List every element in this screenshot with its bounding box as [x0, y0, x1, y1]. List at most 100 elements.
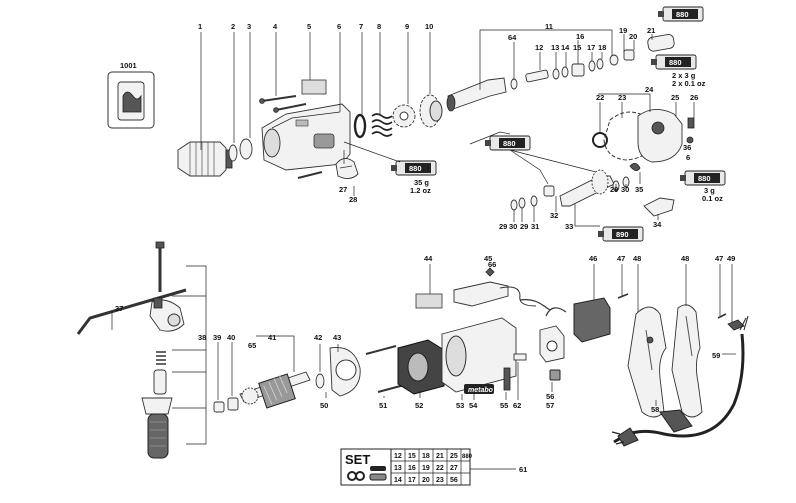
set-cell: 19: [422, 465, 430, 472]
callout-number: 6: [337, 22, 341, 31]
callout-number: 33: [565, 222, 573, 231]
callout-number: 1: [198, 22, 202, 31]
set-cell: 14: [394, 477, 402, 484]
diagram-label: metabo: [468, 387, 494, 394]
callout-number: 29: [610, 185, 618, 194]
callout-number: 21: [647, 26, 655, 35]
callout-number: 7: [359, 22, 363, 31]
callout-number: 20: [629, 32, 637, 41]
callout-number: 9: [405, 22, 409, 31]
callout-number: 32: [550, 211, 558, 220]
callout-number: 47: [715, 254, 723, 263]
part-7-oring: [353, 113, 367, 139]
callout-number: 53: [456, 401, 464, 410]
callout-number: 66: [488, 260, 496, 269]
callout-number: 41: [268, 333, 276, 342]
set-cell: 22: [436, 465, 444, 472]
callout-number: 27: [339, 185, 347, 194]
callout-number: 46: [589, 254, 597, 263]
part-40-bearing: [227, 397, 239, 411]
amount-a2-line2: 1.2 oz: [410, 186, 431, 195]
callout-number: 3: [247, 22, 251, 31]
part-25-gear-housing: [637, 109, 683, 163]
callout-number: 6: [686, 153, 690, 162]
callout-number: 40: [227, 333, 235, 342]
callout-number: 51: [379, 401, 387, 410]
set-cell: 15: [408, 453, 416, 460]
part-22-gasket: [592, 132, 608, 148]
callout-number: 65: [248, 341, 256, 350]
diagram-label: 880: [503, 139, 516, 148]
part-10-gear: [419, 94, 443, 128]
part-19-21-striker: [609, 34, 675, 66]
callout-number: 44: [424, 254, 433, 263]
callout-number: 39: [213, 333, 221, 342]
callout-number: 48: [681, 254, 689, 263]
callout-1001: 1001: [120, 61, 137, 70]
part-depth-rod: [155, 241, 165, 292]
diagram-label: 880: [676, 10, 689, 19]
set-label: SET: [345, 452, 370, 467]
amount-a1-line2: 2 x 0.1 oz: [672, 79, 706, 88]
amount-a2-line1: 35 g: [414, 178, 429, 187]
callout-number: 28: [349, 195, 357, 204]
callout-number: 35: [635, 185, 643, 194]
part-34-bracket: [643, 197, 675, 217]
callout-number: 30: [621, 185, 629, 194]
diagram-label: 880: [409, 164, 422, 173]
grease-tube-7: 890: [598, 226, 644, 242]
part-9-gear: [392, 104, 416, 128]
callout-number: 29: [499, 222, 507, 231]
callout-number: 34: [653, 220, 662, 229]
callout-number: 2: [231, 22, 235, 31]
callout-number: 47: [617, 254, 625, 263]
part-30-washer: [518, 197, 526, 209]
part-62-brush: [513, 353, 527, 361]
part-54-brand-plate: metabo: [464, 384, 494, 394]
part-36-screw: [686, 136, 694, 144]
grease-tube-5: 880: [680, 170, 726, 186]
callout-number: 38: [198, 333, 206, 342]
set-cell: 25: [450, 453, 458, 460]
callout-number: 50: [320, 401, 328, 410]
part-55-clip: [503, 367, 511, 391]
set-cell: 21: [436, 453, 444, 460]
part-4-screws: [259, 95, 307, 113]
part-handle-spring: [156, 351, 166, 365]
callout-number: 25: [671, 93, 679, 102]
callout-number: 56: [546, 392, 554, 401]
callout-number: 12: [535, 43, 543, 52]
part-41-armature: [239, 371, 311, 409]
part-58-cord-guard: [659, 409, 693, 433]
callout-number: 42: [314, 333, 322, 342]
part-1-chuck: [177, 141, 233, 177]
callout-number: 11: [545, 22, 553, 31]
callout-number: 48: [633, 254, 641, 263]
part-53-motor-housing: [441, 317, 517, 393]
callout-number: 15: [573, 43, 581, 52]
grease-tube-3: 880: [485, 135, 531, 151]
callout-number: 49: [727, 254, 735, 263]
callout-number: 26: [690, 93, 698, 102]
part-48-handle-half-left: [627, 306, 667, 418]
amount-a3-line2: 0.1 oz: [702, 194, 723, 203]
grease-tube-4: 880: [391, 160, 437, 176]
set-cell: 13: [394, 465, 402, 472]
callout-number: 10: [425, 22, 433, 31]
part-handle-sleeve: [153, 369, 167, 395]
callout-number: 55: [500, 401, 508, 410]
set-cell: 18: [422, 453, 430, 460]
part-52-stator: [397, 339, 445, 395]
callout-number: 5: [307, 22, 311, 31]
spare-parts-set-table: SET 12 15 18 21 25 880 13 16 19 22: [340, 448, 473, 486]
part-11-spindle: [446, 77, 507, 112]
part-45-wires: [519, 299, 551, 311]
part-side-handle-grip: [141, 397, 173, 459]
callout-number: 30: [509, 222, 517, 231]
part-47-screw-left: [617, 293, 629, 299]
part-8-spring: [371, 113, 393, 137]
callout-number: 17: [587, 43, 595, 52]
grease-tube-2: 880: [651, 54, 697, 70]
leader-lines: [111, 29, 736, 470]
